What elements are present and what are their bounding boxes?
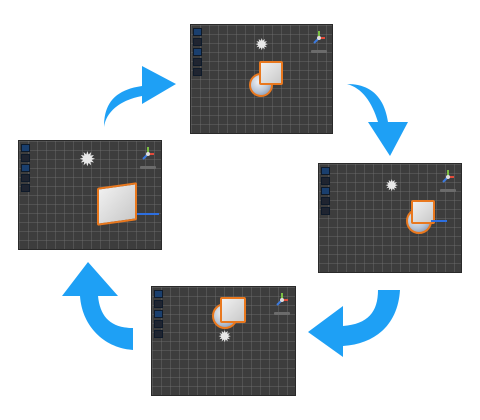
tool-palette [321,167,330,215]
sun-icon: ✹ [218,327,232,346]
arrow-left-to-top [82,66,176,127]
orientation-gizmo-icon [274,291,290,315]
selected-cube [259,61,283,85]
selected-cube [97,182,137,226]
sun-icon: ✹ [255,35,269,54]
viewport-panel-top: ✹ [190,24,333,134]
selected-cube [220,297,246,323]
arrow-bottom-to-left [62,262,133,350]
orientation-gizmo-icon [311,29,327,53]
viewport-panel-right: ✹ [318,163,462,273]
orientation-gizmo-icon [440,168,456,192]
x-axis-handle [137,213,159,215]
sun-icon: ✹ [79,147,96,171]
x-axis-handle [431,220,447,222]
arrow-top-to-right [347,62,408,156]
viewport-panel-bottom: ✹ [151,286,296,396]
orientation-gizmo-icon [140,145,156,169]
arrow-right-to-bottom [308,290,400,357]
tool-palette [21,144,30,192]
tool-palette [193,28,202,76]
sun-icon: ✹ [385,176,399,195]
viewport-panel-left: ✹ [18,140,162,250]
tool-palette [154,290,163,338]
